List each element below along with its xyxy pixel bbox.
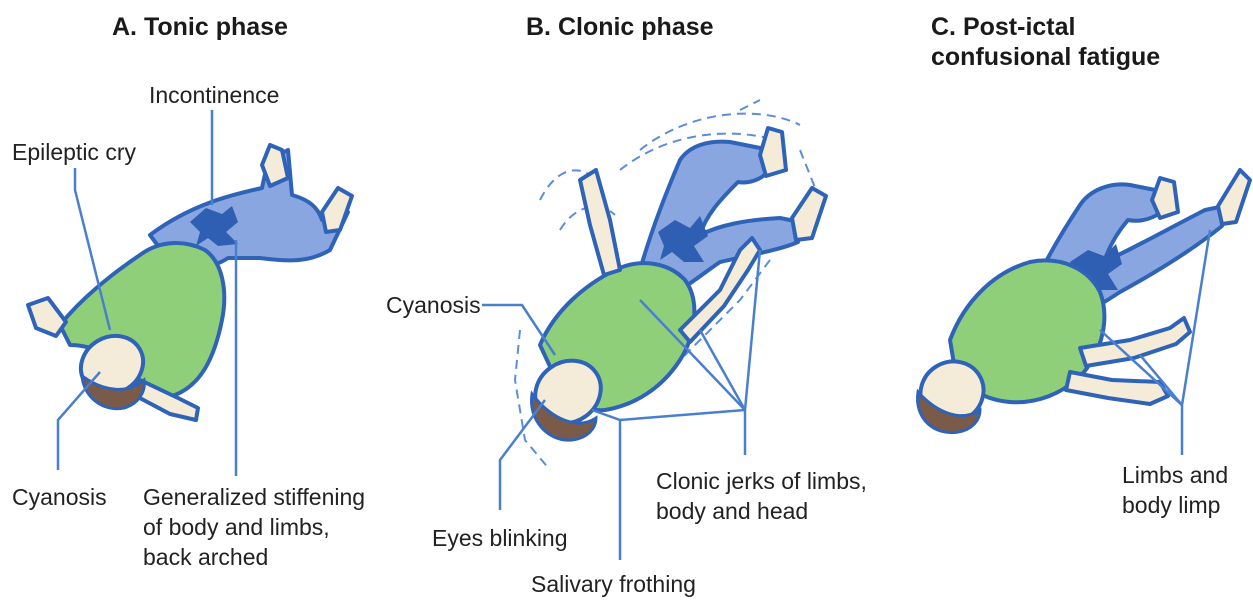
tonic-foot-2	[322, 188, 352, 232]
clonic-phase-figure	[515, 100, 826, 470]
clonic-label-jerks: Clonic jerks of limbs, body and head	[656, 466, 867, 526]
postictal-foot-1	[1152, 178, 1178, 218]
clonic-label-eyes-blinking: Eyes blinking	[432, 523, 568, 553]
tonic-label-cyanosis: Cyanosis	[12, 482, 107, 512]
clonic-phase-title: B. Clonic phase	[526, 12, 714, 42]
tonic-label-epileptic-cry: Epileptic cry	[12, 137, 136, 167]
postictal-label-limp: Limbs and body limp	[1122, 460, 1228, 520]
tonic-arm-upper	[28, 298, 66, 336]
tonic-phase-figure	[28, 145, 352, 420]
clonic-foot-1	[760, 128, 786, 176]
tonic-label-incontinence: Incontinence	[149, 80, 279, 110]
clonic-arm-upper	[580, 170, 620, 275]
clonic-label-salivary-frothing: Salivary frothing	[531, 569, 696, 599]
tonic-foot-1	[262, 145, 288, 186]
postictal-phase-title: C. Post-ictal confusional fatigue	[931, 12, 1160, 72]
clonic-foot-2	[792, 188, 826, 240]
tonic-phase-title: A. Tonic phase	[112, 12, 288, 42]
clonic-label-cyanosis: Cyanosis	[386, 290, 481, 320]
postictal-foot-2	[1218, 170, 1250, 224]
tonic-label-stiffening: Generalized stiffening of body and limbs…	[143, 482, 365, 572]
